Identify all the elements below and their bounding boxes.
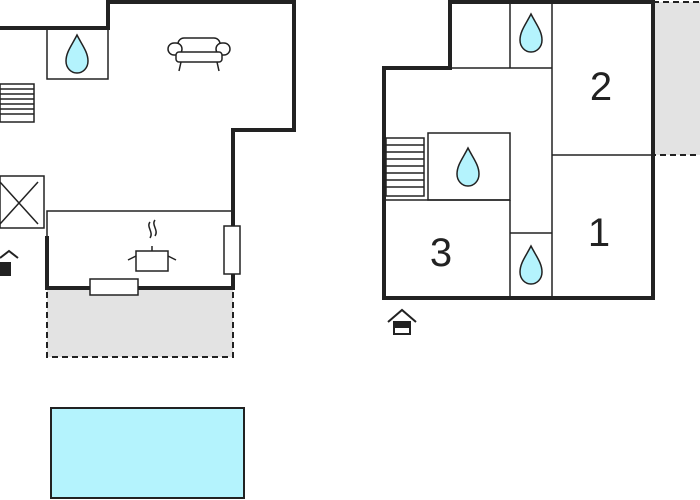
room-label-3: 3 xyxy=(430,231,452,275)
kitchen-wall xyxy=(46,210,233,236)
water-drop-icon xyxy=(519,244,543,285)
room-label-1: 1 xyxy=(588,211,610,255)
sofa-icon xyxy=(167,37,231,72)
water-drop-icon xyxy=(65,33,89,74)
terrace-left xyxy=(46,287,234,358)
window-kitchen-side xyxy=(223,225,241,275)
water-drop-icon xyxy=(456,146,480,187)
window-kitchen-bottom xyxy=(89,278,139,296)
room-label-2: 2 xyxy=(590,65,612,109)
right-floor-partitions xyxy=(384,2,653,298)
stairs-icon xyxy=(0,83,35,123)
stairs-icon xyxy=(385,137,425,197)
terrace-right xyxy=(652,1,700,156)
cooking-pot-icon xyxy=(127,219,177,272)
left-floor-walls xyxy=(0,0,296,290)
entrance-icon xyxy=(0,249,19,276)
entrance-icon xyxy=(387,308,417,335)
pool xyxy=(50,407,245,499)
water-drop-icon xyxy=(519,12,543,53)
bathroom-left xyxy=(46,27,109,80)
void-cross-icon xyxy=(0,175,45,229)
